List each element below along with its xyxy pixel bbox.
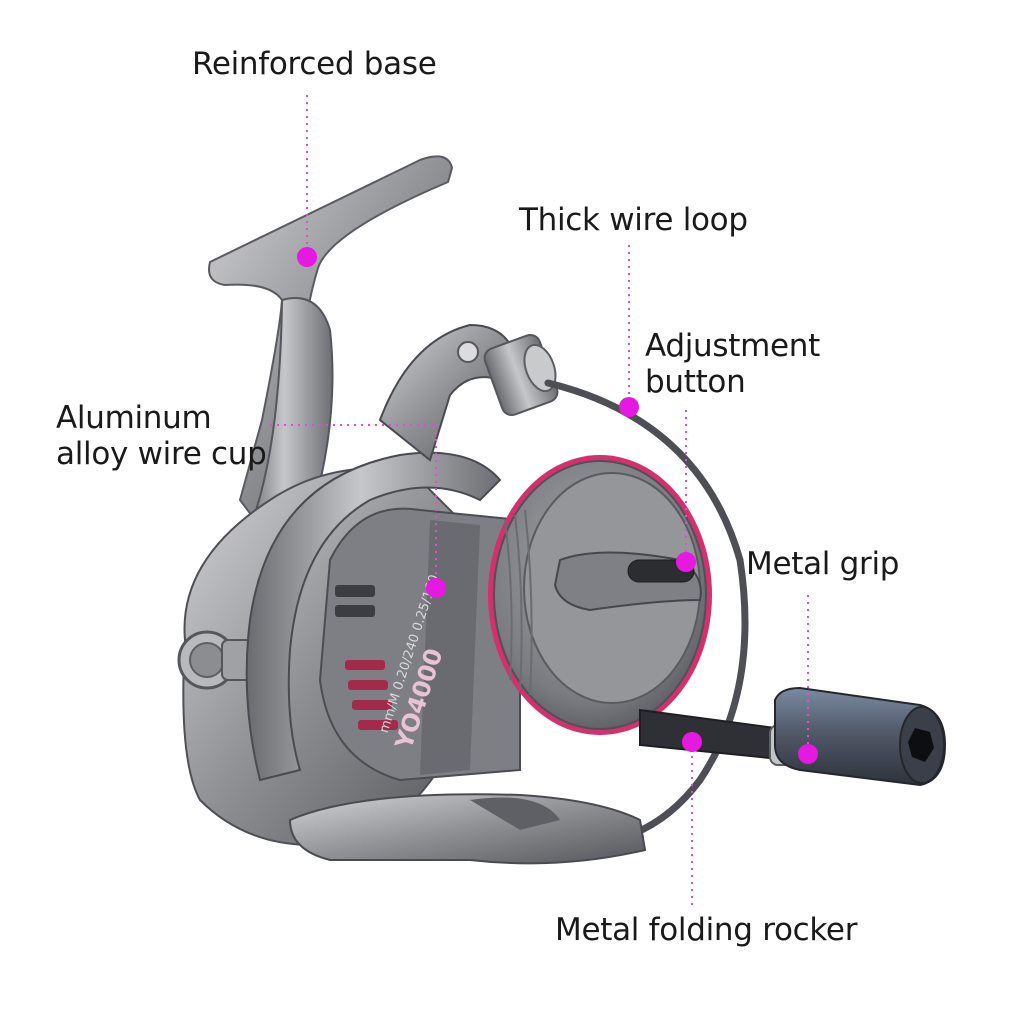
bail-wire [544,379,749,839]
bail-foot [288,793,647,865]
callout-lines [270,95,809,905]
callout-dot-base [297,247,317,267]
line-roller [483,334,559,416]
label-metal-folding-rocker: Metal folding rocker [555,912,858,948]
callout-dot-grip [798,744,818,764]
metal-grip-knob [774,686,947,787]
label-adjustment-button: Adjustment button [645,328,820,400]
callout-dot-rocker [682,732,702,752]
label-aluminum-line1: Aluminum [56,400,212,436]
callout-dot-adjustment [676,552,696,572]
callout-dot-cup [426,578,446,598]
label-thick-wire-loop: Thick wire loop [519,202,748,238]
label-aluminum-line2: alloy wire cup [56,436,267,472]
label-adjustment-line1: Adjustment [645,328,820,364]
label-reinforced-base: Reinforced base [192,46,437,82]
rotor-arm [378,323,517,462]
bail-arm-left [245,451,502,782]
callout-dots [297,247,818,764]
label-metal-grip: Metal grip [746,546,900,582]
label-adjustment-line2: button [645,364,746,400]
callout-dot-wire-loop [619,397,639,417]
label-aluminum-cup: Aluminum alloy wire cup [56,400,267,472]
